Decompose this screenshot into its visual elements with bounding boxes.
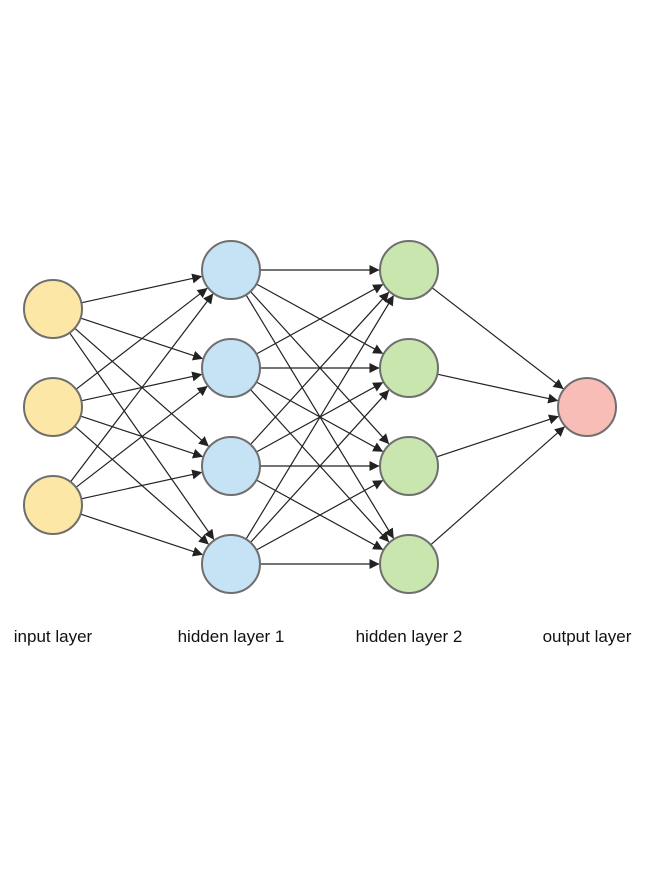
edge-hidden1-3-to-hidden2-1 <box>250 291 390 445</box>
edge-hidden2-2-to-output-1 <box>437 373 559 404</box>
edge-hidden1-2-to-hidden2-1 <box>256 283 384 355</box>
hidden1-node-2 <box>201 338 261 398</box>
hidden2-node-1 <box>379 240 439 300</box>
edge-input-1-to-hidden1-1 <box>81 273 203 304</box>
edge-hidden2-1-to-output-1 <box>431 287 564 390</box>
edge-hidden2-4-to-output-1 <box>430 426 565 546</box>
edge-input-2-to-hidden1-1 <box>75 287 208 390</box>
connections <box>69 265 565 569</box>
hidden-layer-2-label: hidden layer 2 <box>356 627 463 646</box>
edge-input-3-to-hidden1-3 <box>81 469 203 500</box>
edge-input-3-to-hidden1-2 <box>75 385 208 488</box>
output-layer-label: output layer <box>543 627 632 646</box>
edge-hidden1-4-to-hidden2-2 <box>250 389 390 543</box>
edge-input-3-to-hidden1-1 <box>70 293 214 483</box>
hidden2-node-2 <box>379 338 439 398</box>
input-node-3 <box>23 475 83 535</box>
layer-labels: input layer hidden layer 1 hidden layer … <box>14 627 632 646</box>
input-node-2 <box>23 377 83 437</box>
edge-hidden1-4-to-hidden2-3 <box>256 479 384 551</box>
input-layer-label: input layer <box>14 627 93 646</box>
edge-hidden1-4-to-hidden2-1 <box>245 295 395 540</box>
input-node-1 <box>23 279 83 339</box>
hidden1-node-4 <box>201 534 261 594</box>
hidden1-node-1 <box>201 240 261 300</box>
hidden2-node-3 <box>379 436 439 496</box>
neurons <box>23 240 617 594</box>
hidden2-node-4 <box>379 534 439 594</box>
edge-input-3-to-hidden1-4 <box>80 513 203 557</box>
output-node-1 <box>557 377 617 437</box>
hidden1-node-3 <box>201 436 261 496</box>
edge-hidden2-3-to-output-1 <box>436 414 559 458</box>
hidden-layer-1-label: hidden layer 1 <box>178 627 285 646</box>
